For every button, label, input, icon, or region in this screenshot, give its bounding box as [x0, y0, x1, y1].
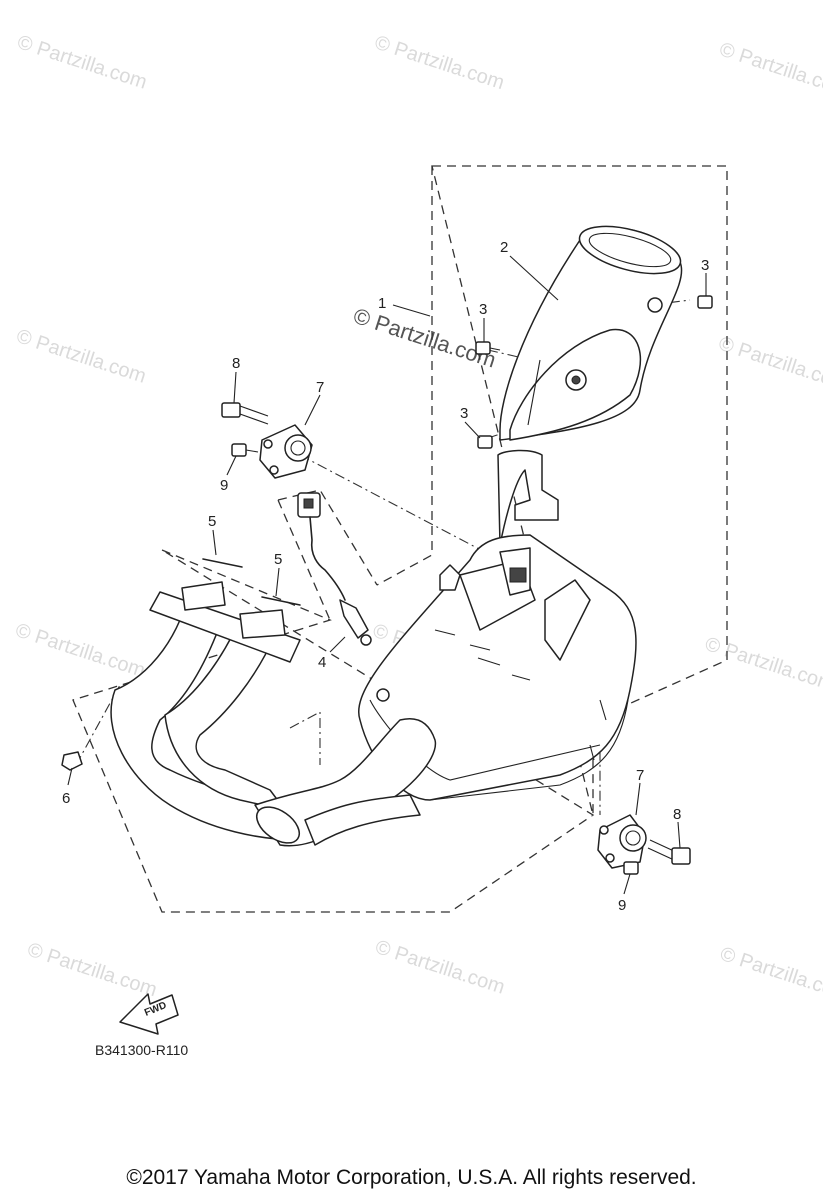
gasket [261, 596, 301, 606]
watermark-center: © Partzilla.com [350, 303, 499, 373]
muffler-end-cap [499, 225, 683, 441]
watermark: © Partzilla.com [14, 325, 149, 388]
callout-3: 3 [701, 257, 709, 274]
watermark: © Partzilla.com [15, 31, 150, 94]
oxygen-sensor [297, 492, 372, 646]
callout-5: 5 [274, 551, 282, 568]
watermark: © Partzilla.com [717, 943, 823, 1006]
watermark: © Partzilla.com [25, 939, 160, 1002]
callout-4: 4 [318, 654, 326, 671]
bolt-3-bottom [477, 435, 493, 449]
watermark: © Partzilla.com [13, 619, 148, 682]
callout-8: 8 [232, 355, 240, 372]
callout-3: 3 [479, 301, 487, 318]
callout-9: 9 [220, 477, 228, 494]
callout-7: 7 [316, 379, 324, 396]
watermark: © Partzilla.com [372, 32, 507, 95]
callout-1: 1 [378, 295, 386, 312]
bolt-8-top [221, 402, 269, 425]
callout-7: 7 [636, 767, 644, 784]
watermark: © Partzilla.com [702, 633, 823, 696]
leader-line [299, 454, 501, 561]
exhaust-pipe-assembly-box [72, 549, 595, 913]
copyright-notice: ©2017 Yamaha Motor Corporation, U.S.A. A… [126, 1166, 697, 1189]
muffler-box-left [376, 166, 433, 586]
watermark: © Partzilla.com [717, 38, 823, 101]
bolt-3-right [697, 295, 713, 309]
bolt-8-bottom [647, 839, 691, 865]
leader-line [289, 711, 321, 765]
callout-2: 2 [500, 239, 508, 256]
tail-bracket [497, 449, 559, 546]
bolt-9-top [231, 443, 259, 457]
sensor-box [277, 489, 378, 621]
watermark: © Partzilla.com [716, 333, 823, 396]
callout-5: 5 [208, 513, 216, 530]
bolt-3-top-left [475, 341, 501, 355]
callout-9: 9 [618, 897, 626, 914]
bolt-9-bottom [623, 861, 639, 875]
callout-6: 6 [62, 790, 70, 807]
rubber-mount-bottom [597, 814, 647, 869]
callout-8: 8 [673, 806, 681, 823]
exhaust-header-pipes [110, 581, 437, 847]
callout-3: 3 [460, 405, 468, 422]
gasket [202, 558, 243, 568]
fwd-arrow-icon: FWD [119, 993, 179, 1035]
rubber-mount-top [259, 424, 313, 479]
clamp-nut [61, 751, 83, 771]
leader-line [75, 684, 121, 766]
diagram-code: B341300-R110 [95, 1042, 188, 1058]
watermark: © Partzilla.com [373, 936, 508, 999]
